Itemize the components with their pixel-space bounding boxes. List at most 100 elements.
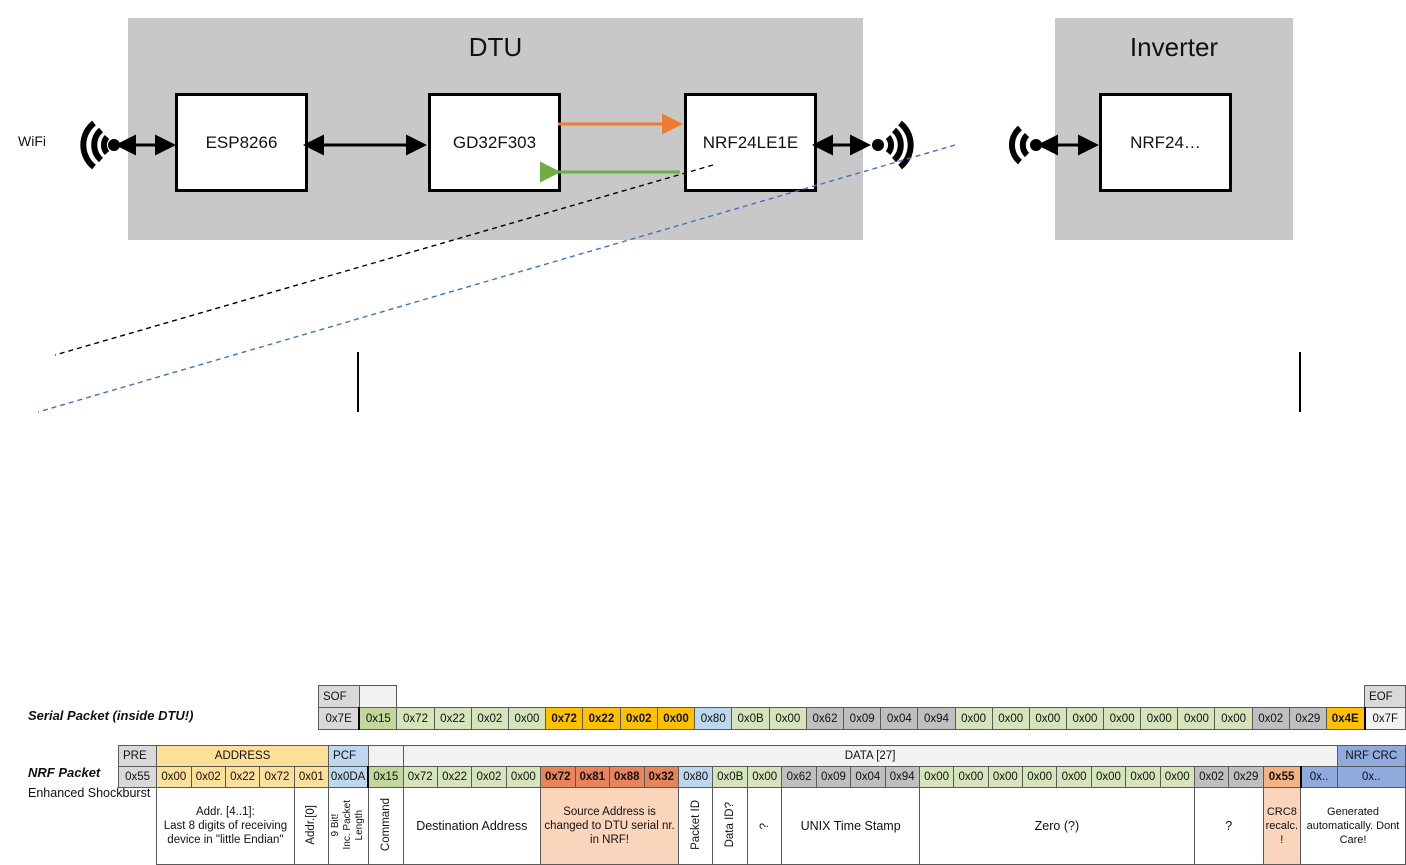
enclosure-dtu-title: DTU [468, 32, 523, 62]
nrf-byte-cell: 0x22 [224, 766, 261, 788]
wifi-label: WiFi [18, 133, 46, 149]
serial-byte-cell: 0x00 [1028, 707, 1067, 730]
nrf-byte-cell: 0x72 [402, 766, 438, 788]
nrf-byte-cell: 0x01 [293, 766, 330, 788]
nrf-byte-cell: 0x00 [1125, 766, 1161, 788]
nrf-byte-cell: 0x94 [884, 766, 920, 788]
serial-byte-cell: 0x4E [1325, 707, 1366, 730]
chip-gd32f303: GD32F303 [428, 93, 561, 192]
nrf-byte-cell: 0x09 [815, 766, 852, 788]
nrf-byte-cell: 0x81 [574, 766, 611, 788]
nrf-byte-cell: 0x22 [436, 766, 473, 788]
nrf-byte-cell: 0x02 [1193, 766, 1230, 788]
block-diagram: DTU Inverter ESP8266 GD32F303 NRF24LE1E … [0, 0, 1406, 340]
serial-sof-header-pad [358, 685, 398, 708]
nrf-byte-cell: 0x29 [1228, 766, 1264, 788]
chip-nrf24le1e: NRF24LE1E [684, 93, 817, 192]
nrf-byte-cell: 0x00 [1022, 766, 1058, 788]
nrf-byte-cell: 0x00 [156, 766, 192, 788]
nrf-byte-cell: 0x04 [850, 766, 886, 788]
serial-byte-cell: 0x29 [1288, 707, 1327, 730]
serial-eof-header: EOF [1364, 685, 1406, 708]
nrf-description-cell: Addr.[0] [293, 787, 330, 865]
serial-byte-cell: 0x94 [917, 707, 956, 730]
serial-byte-cell: 0x00 [1140, 707, 1179, 730]
nrf-header-cell: DATA [27] [402, 745, 1338, 767]
serial-byte-cell: 0x00 [656, 707, 696, 730]
enclosure-inverter: Inverter [1055, 18, 1293, 240]
nrf-description-row: Addr. [4..1]: Last 8 digits of receiving… [119, 787, 1406, 865]
nrf-byte-cell: 0x00 [1090, 766, 1127, 788]
nrf-byte-cell: 0x00 [1056, 766, 1092, 788]
nrf-description-vertical-text: ? [758, 822, 771, 829]
nrf-description-cell: ? [1193, 787, 1264, 865]
serial-byte-cell: 0x00 [1103, 707, 1142, 730]
nrf-description-cell: 9 Bit! Inc. Packet Length [328, 787, 369, 865]
nrf-byte-cell: 0x0B [712, 766, 749, 788]
serial-byte-cell: 0x00 [991, 707, 1030, 730]
nrf-byte-cell: 0x00 [747, 766, 783, 788]
nrf-description-cell: Packet ID [678, 787, 714, 865]
serial-byte-cell: 0x02 [619, 707, 658, 730]
nrf-byte-cell: 0x80 [678, 766, 714, 788]
packet-tables: Serial Packet (inside DTU!) NRF Packet E… [0, 340, 1406, 865]
nrf-header-cell [367, 745, 404, 767]
nrf-packet-label: NRF Packet [28, 765, 101, 780]
nrf-description-cell: Addr. [4..1]: Last 8 digits of receiving… [156, 787, 295, 865]
nrf-byte-cell: 0x00 [1159, 766, 1195, 788]
nrf-byte-cell: 0x55 [117, 766, 158, 788]
nrf-description-vertical-text: Packet ID [689, 799, 702, 850]
serial-header-row: SOF EOF [318, 685, 1406, 708]
nrf-byte-cell: 0x32 [643, 766, 680, 788]
nrf-description-cell: ? [747, 787, 783, 865]
serial-packet-label: Serial Packet (inside DTU!) [28, 708, 194, 723]
serial-byte-cell: 0x72 [396, 707, 435, 730]
chip-nrf24le1e-label: NRF24LE1E [702, 132, 799, 152]
nrf-byte-cell: 0x00 [953, 766, 989, 788]
nrf-description-cell: Command [367, 787, 404, 865]
chip-esp8266-label: ESP8266 [205, 132, 278, 152]
nrf-byte-cell: 0x.. [1336, 766, 1406, 788]
serial-byte-cell: 0x72 [544, 707, 584, 730]
serial-byte-cell: 0x62 [805, 707, 845, 730]
serial-sof-header: SOF [318, 685, 360, 708]
nrf-header-cell: NRF CRC [1336, 745, 1406, 767]
nrf-description-vertical-text: 9 Bit! Inc. Packet Length [330, 799, 366, 850]
serial-byte-cell: 0x04 [880, 707, 919, 730]
serial-byte-cell: 0x7F [1364, 707, 1406, 730]
enclosure-inverter-title: Inverter [1129, 32, 1219, 62]
serial-byte-cell: 0x80 [694, 707, 733, 730]
nrf-byte-cell: 0x88 [609, 766, 645, 788]
serial-header-gap [397, 686, 1365, 708]
nrf-byte-cell: 0x00 [505, 766, 542, 788]
nrf-description-vertical-text: Command [379, 797, 392, 852]
serial-byte-cell: 0x22 [582, 707, 621, 730]
nrf-byte-cell: 0x02 [471, 766, 507, 788]
serial-byte-cell: 0x00 [1214, 707, 1253, 730]
nrf-byte-cell: 0x.. [1300, 766, 1338, 788]
chip-esp8266: ESP8266 [175, 93, 308, 192]
nrf-byte-cell: 0x00 [987, 766, 1024, 788]
serial-byte-cell: 0x02 [1251, 707, 1290, 730]
nrf-description-cell: CRC8 recalc. ! [1262, 787, 1302, 865]
nrf-description-cell [119, 788, 157, 865]
nrf-header-cell: PRE [117, 745, 158, 767]
serial-byte-cell: 0x00 [507, 707, 547, 730]
serial-byte-cell: 0x02 [470, 707, 509, 730]
nrf-description-cell: Destination Address [402, 787, 542, 865]
serial-byte-cell: 0x0B [731, 707, 770, 730]
nrf-byte-cell: 0x55 [1262, 766, 1302, 788]
nrf-description-cell: Generated automatically. Dont Care! [1300, 787, 1406, 865]
nrf-description-cell: Source Address is changed to DTU serial … [540, 787, 680, 865]
chip-nrf24-label: NRF24… [1130, 132, 1201, 152]
nrf-byte-cell: 0x00 [918, 766, 955, 788]
nrf-byte-cell: 0x15 [367, 766, 404, 788]
nrf-description-cell: UNIX Time Stamp [781, 787, 920, 865]
nrf-byte-cell: 0x02 [190, 766, 226, 788]
serial-byte-cell: 0x00 [768, 707, 807, 730]
nrf-header-cell: PCF [328, 745, 369, 767]
serial-byte-cell: 0x22 [433, 707, 472, 730]
